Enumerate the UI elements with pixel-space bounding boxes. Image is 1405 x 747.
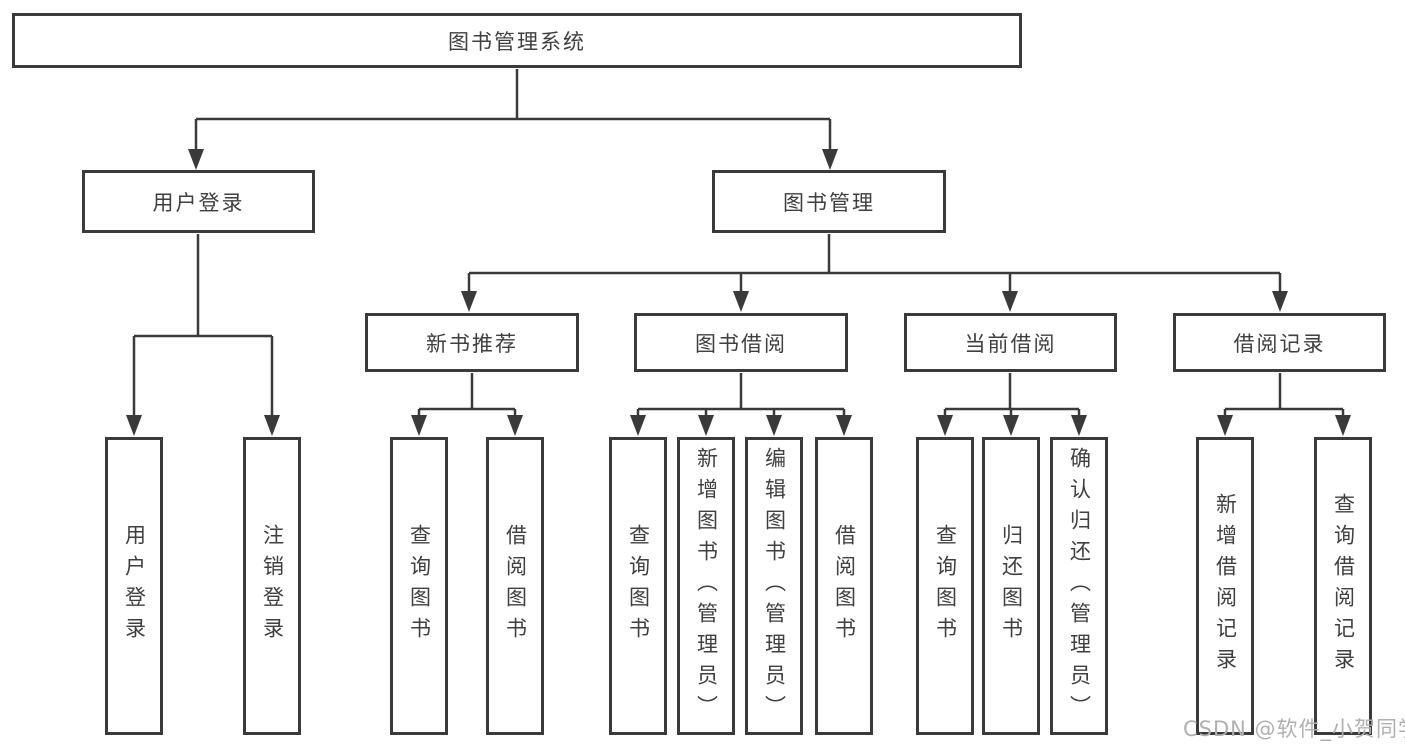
leaf-query-books-recommend: 查询图书	[390, 437, 448, 735]
node-book-management: 图书管理	[712, 170, 946, 233]
leaf-query-books-borrow-label: 查询图书	[626, 524, 651, 648]
node-new-book-recommend-label: 新书推荐	[426, 331, 518, 356]
leaf-add-book-admin-label: 新增图书（管理员）	[694, 446, 719, 726]
leaf-logout-label: 注销登录	[260, 524, 285, 648]
leaf-logout: 注销登录	[243, 437, 301, 735]
leaf-query-books-current-label: 查询图书	[933, 524, 958, 648]
leaf-query-books-recommend-label: 查询图书	[407, 524, 432, 648]
node-current-borrowing: 当前借阅	[904, 313, 1117, 372]
leaf-confirm-return-admin: 确认归还（管理员）	[1050, 437, 1108, 735]
leaf-add-book-admin: 新增图书（管理员）	[677, 437, 735, 735]
leaf-query-books-borrow: 查询图书	[609, 437, 667, 735]
node-root-label: 图书管理系统	[448, 29, 586, 54]
node-user-login-label: 用户登录	[152, 190, 245, 215]
leaf-borrow-books: 借阅图书	[815, 437, 873, 735]
node-book-borrowing-label: 图书借阅	[695, 331, 787, 356]
node-current-borrowing-label: 当前借阅	[964, 331, 1057, 356]
leaf-add-borrow-record-label: 新增借阅记录	[1213, 493, 1238, 679]
leaf-borrow-books-recommend: 借阅图书	[486, 437, 544, 735]
node-borrowing-records-label: 借阅记录	[1233, 331, 1326, 356]
arrowhead-icons	[126, 149, 1351, 436]
leaf-query-borrow-record: 查询借阅记录	[1314, 437, 1372, 735]
node-book-management-label: 图书管理	[783, 190, 875, 215]
leaf-edit-book-admin-label: 编辑图书（管理员）	[762, 446, 787, 726]
leaf-return-book-label: 归还图书	[999, 524, 1024, 648]
leaf-query-borrow-record-label: 查询借阅记录	[1331, 493, 1356, 679]
node-borrowing-records: 借阅记录	[1173, 313, 1386, 372]
leaf-edit-book-admin: 编辑图书（管理员）	[745, 437, 803, 735]
leaf-user-login-label: 用户登录	[122, 524, 147, 648]
leaf-confirm-return-admin-label: 确认归还（管理员）	[1067, 446, 1092, 726]
leaf-user-login: 用户登录	[105, 437, 163, 735]
leaf-add-borrow-record: 新增借阅记录	[1196, 437, 1254, 735]
connector-lines	[132, 69, 1345, 417]
node-book-borrowing: 图书借阅	[634, 313, 848, 372]
leaf-return-book: 归还图书	[982, 437, 1040, 735]
node-new-book-recommend: 新书推荐	[365, 313, 579, 372]
node-root: 图书管理系统	[12, 13, 1022, 68]
node-user-login: 用户登录	[82, 170, 315, 233]
csdn-watermark: CSDN @软件_小贺同学	[1183, 717, 1405, 741]
leaf-borrow-books-label: 借阅图书	[832, 524, 857, 648]
leaf-borrow-books-recommend-label: 借阅图书	[503, 524, 528, 648]
leaf-query-books-current: 查询图书	[916, 437, 974, 735]
